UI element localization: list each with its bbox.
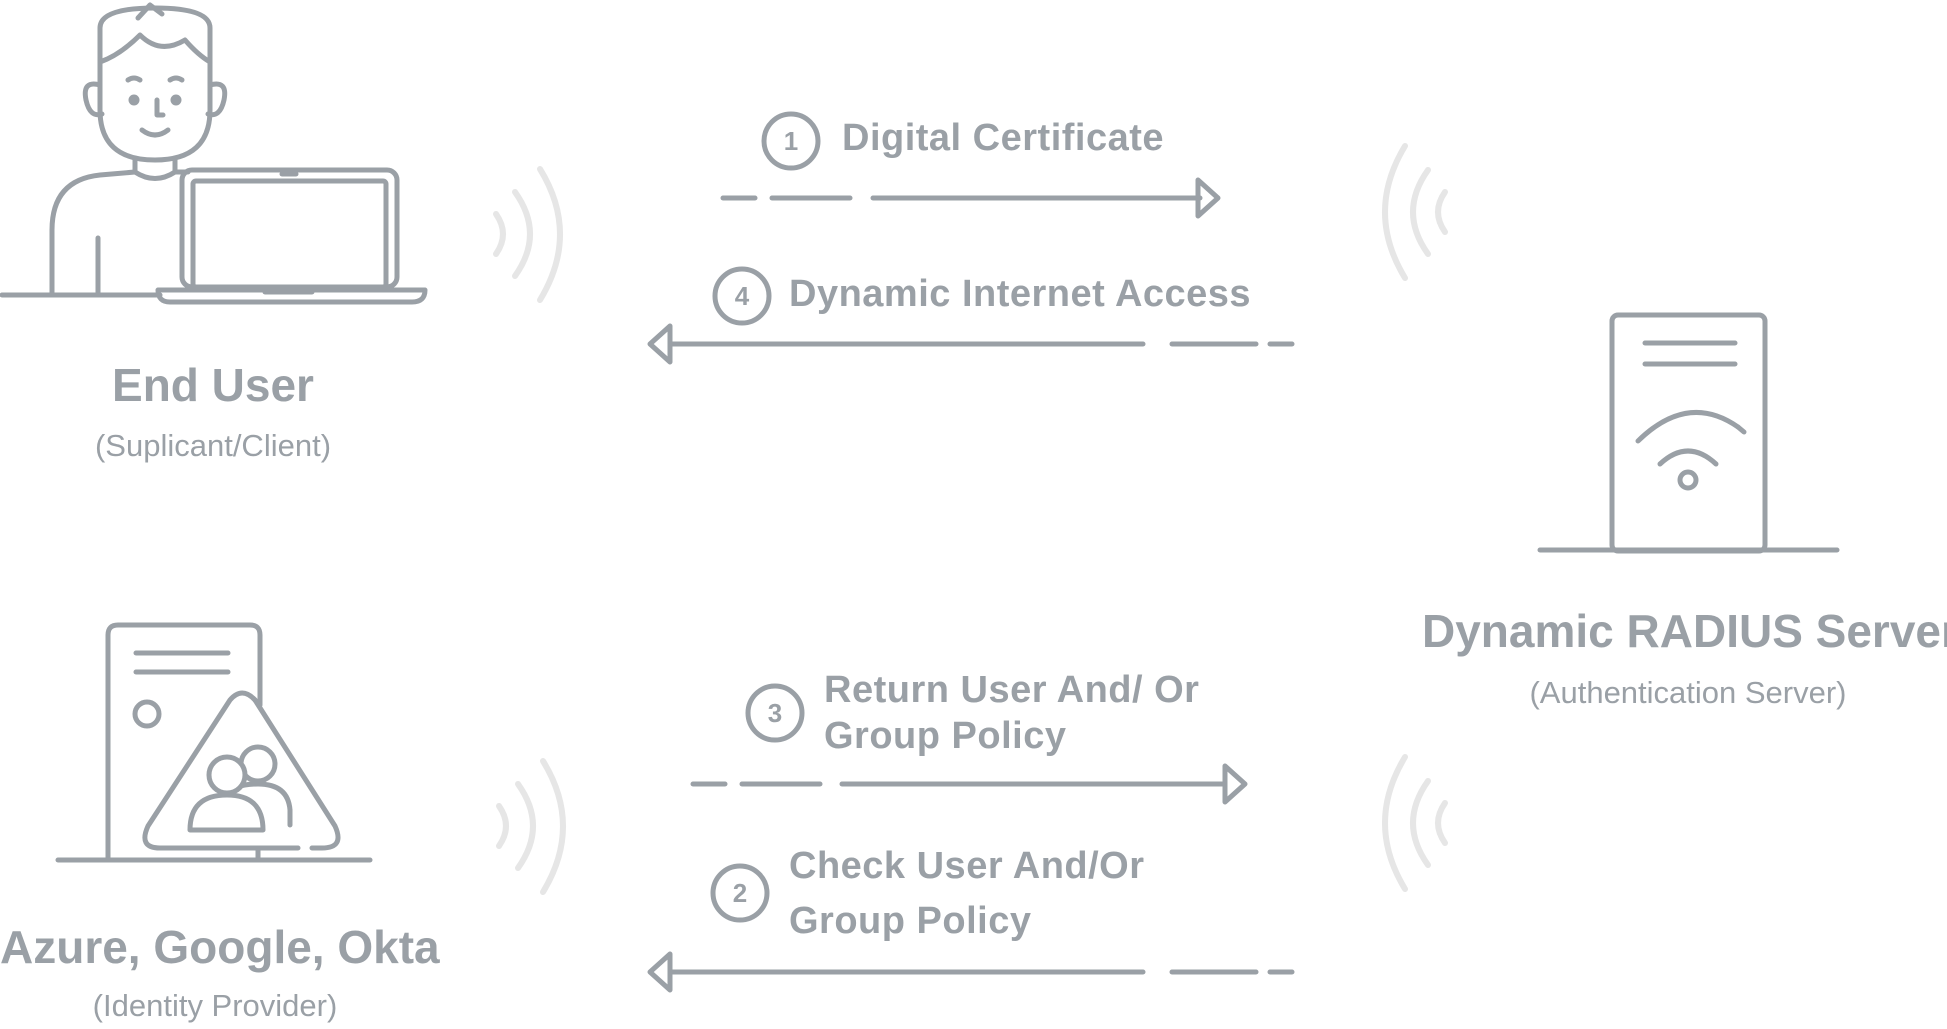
- step-4-number: 4: [734, 281, 750, 311]
- step-1-number: 1: [783, 126, 799, 156]
- end-user-title: End User: [112, 359, 314, 411]
- identity-provider-title: Azure, Google, Okta: [0, 921, 440, 973]
- step-3-number: 3: [767, 698, 783, 728]
- arrow-step-2: [647, 951, 1295, 993]
- signal-icon-radius-top: [1382, 143, 1448, 281]
- identity-provider-subtitle: (Identity Provider): [92, 988, 338, 1023]
- signal-waves: [493, 143, 1448, 895]
- arrow-step-1: [720, 177, 1221, 219]
- arrow-step-4: [647, 323, 1295, 365]
- step-2-number: 2: [732, 878, 748, 908]
- radius-server-subtitle: (Authentication Server): [1529, 675, 1847, 710]
- step-3-badge: [745, 683, 805, 743]
- step-3-label-line2: Group Policy: [824, 715, 1067, 757]
- step-4-label: Dynamic Internet Access: [789, 273, 1252, 315]
- end-user-icon: [0, 2, 428, 305]
- radius-server-title: Dynamic RADIUS Server: [1422, 605, 1947, 657]
- signal-icon-radius-bottom: [1382, 754, 1448, 892]
- signal-icon-identity-provider: [496, 758, 566, 895]
- end-user-subtitle: (Suplicant/Client): [94, 428, 332, 463]
- identity-provider-icon: [55, 622, 373, 863]
- step-2-badge: [710, 863, 770, 923]
- step-2-label-line1: Check User And/Or: [789, 845, 1145, 887]
- step-4-badge: [712, 266, 772, 326]
- step-1-label: Digital Certificate: [842, 117, 1165, 159]
- arrow-step-3: [690, 763, 1248, 805]
- step-3-label-line1: Return User And/ Or: [824, 669, 1200, 711]
- step-2-label-line2: Group Policy: [789, 900, 1032, 942]
- step-1-badge: [761, 111, 821, 171]
- radius-server-icon: [1537, 312, 1840, 554]
- signal-icon-end-user: [493, 166, 563, 303]
